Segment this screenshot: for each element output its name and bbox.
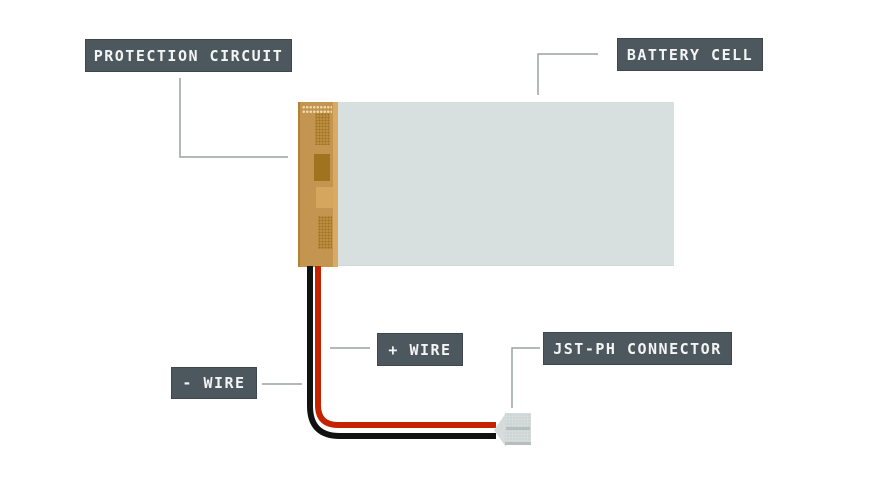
pcb-solder-pads [302, 105, 332, 113]
label-protection-circuit: PROTECTION CIRCUIT [85, 39, 292, 72]
label-protection-circuit-text: PROTECTION CIRCUIT [93, 46, 284, 65]
positive-wire [315, 266, 496, 428]
pcb-pad-rect [316, 187, 333, 208]
jst-connector-flare [494, 413, 506, 447]
pcb-component-top [315, 113, 330, 145]
jst-connector-slot [506, 427, 530, 430]
pcb-chip [314, 154, 330, 181]
label-jst-connector: JST-PH CONNECTOR [543, 332, 732, 365]
jst-connector-base [505, 442, 531, 445]
label-battery-cell-text: BATTERY CELL [626, 45, 754, 64]
negative-wire [307, 266, 496, 439]
leader-jst-connector [511, 347, 540, 408]
label-minus-wire: - WIRE [171, 367, 257, 399]
jst-connector [494, 413, 531, 447]
label-battery-cell: BATTERY CELL [617, 38, 763, 71]
leader-protection-circuit [179, 78, 288, 158]
battery-cell [305, 102, 674, 266]
label-plus-wire: + WIRE [377, 333, 463, 366]
pcb-component-bottom [318, 216, 332, 249]
leader-battery-cell [537, 53, 598, 95]
label-jst-connector-text: JST-PH CONNECTOR [553, 339, 722, 358]
label-plus-wire-text: + WIRE [388, 340, 452, 359]
protection-circuit-board [298, 102, 338, 267]
label-minus-wire-text: - WIRE [182, 374, 246, 392]
